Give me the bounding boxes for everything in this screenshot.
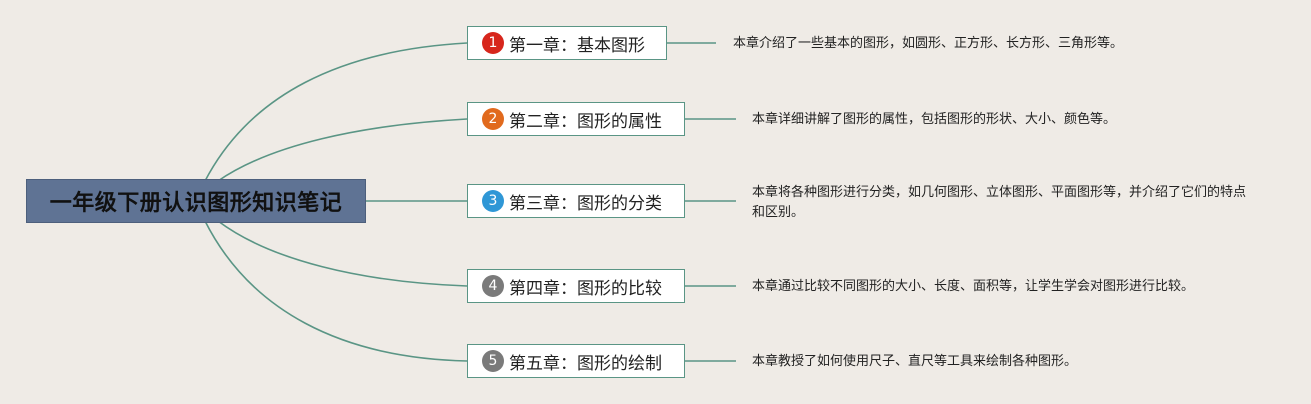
connector-root-ch4 [217,220,468,287]
chapter-title: 第二章：图形的属性 [509,111,662,132]
number-1-icon: 1 [482,32,504,54]
number-3-icon: 3 [482,190,504,212]
chapter-description-5: 本章教授了如何使用尺子、直尺等工具来绘制各种图形。 [752,354,1078,369]
chapter-node-5[interactable]: 5 第五章：图形的绘制 [467,344,685,378]
chapter-title: 第三章：图形的分类 [509,193,662,214]
chapter-description-1: 本章介绍了一些基本的图形，如圆形、正方形、长方形、三角形等。 [733,36,1124,51]
chapter-description-2: 本章详细讲解了图形的属性，包括图形的形状、大小、颜色等。 [752,112,1117,127]
chapter-node-3[interactable]: 3 第三章：图形的分类 [467,184,685,218]
root-topic[interactable]: 一年级下册认识图形知识笔记 [26,179,366,223]
chapter-node-4[interactable]: 4 第四章：图形的比较 [467,269,685,303]
number-4-icon: 4 [482,275,504,297]
chapter-node-2[interactable]: 2 第二章：图形的属性 [467,102,685,136]
connector-root-ch2 [217,118,468,182]
chapter-description-3: 本章将各种图形进行分类，如几何图形、立体图形、平面图形等，并介绍了它们的特点和区… [752,185,1247,220]
chapter-node-1[interactable]: 1 第一章：基本图形 [467,26,667,60]
number-5-icon: 5 [482,350,504,372]
chapter-description-4: 本章通过比较不同图形的大小、长度、面积等，让学生学会对图形进行比较。 [752,279,1195,294]
root-title: 一年级下册认识图形知识笔记 [49,191,343,216]
chapter-title: 第五章：图形的绘制 [509,353,662,374]
chapter-title: 第四章：图形的比较 [509,278,662,299]
connector-root-ch1 [204,42,468,182]
chapter-title: 第一章：基本图形 [509,35,645,56]
number-2-icon: 2 [482,108,504,130]
connector-root-ch5 [204,220,468,362]
